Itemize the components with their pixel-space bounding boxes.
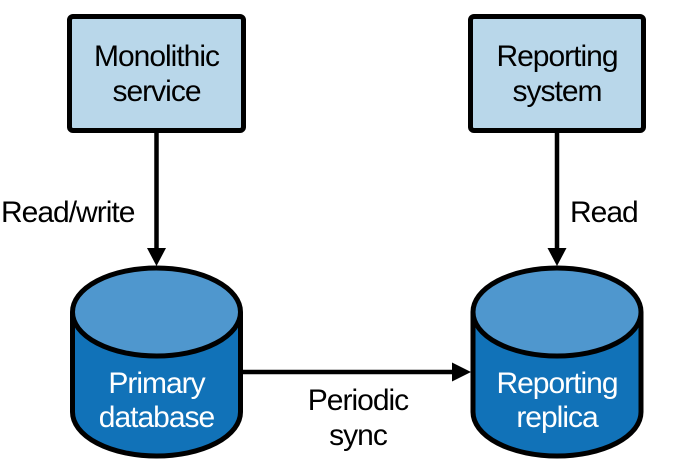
reporting-system-label: Reporting system	[496, 39, 618, 108]
periodic-sync-arrow	[241, 362, 471, 382]
primary-database-cylinder	[70, 265, 243, 459]
reporting-system-box: Reporting system	[468, 14, 646, 133]
read-write-arrow	[147, 133, 166, 266]
primary-database-label: Primary database	[98, 367, 215, 434]
monolithic-service-label: Monolithic service	[93, 39, 220, 108]
periodic-sync-edge-label: Periodic sync	[307, 384, 409, 452]
reporting-replica-label: Reporting replica	[496, 367, 618, 434]
read-write-edge-label: Read/write	[1, 196, 135, 229]
monolithic-service-box: Monolithic service	[67, 14, 246, 133]
read-edge-label: Read	[570, 196, 639, 229]
read-arrow	[547, 133, 567, 266]
reporting-replica-cylinder	[470, 265, 644, 459]
